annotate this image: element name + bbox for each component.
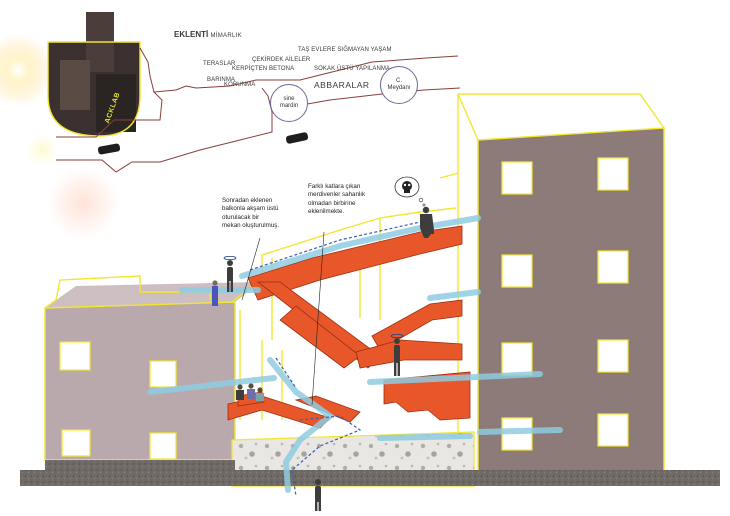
right-building [457,93,665,473]
label-abbaralar: ABBARALAR [314,80,370,90]
circulation-paths [147,215,563,493]
mardin-text: mardin [279,103,299,109]
note-stairs: Farklı katlara çıkan merdivenler sahanlı… [308,183,365,217]
note-line: Sonradan eklenen [222,197,273,204]
sine-text: sine [283,96,295,102]
note-line: Farklı katlara çıkan [308,183,361,190]
person-figure [223,255,237,292]
title-main: EKLENTİ [174,30,209,39]
street-map [56,47,461,173]
skull-icon [402,181,412,193]
label-teraslar: TERASLAR [203,61,236,67]
label-kerpicten: KERPİÇTEN BETONA [232,66,295,72]
note-line: balkonla akşam üstü [222,205,279,213]
group-of-people [236,383,264,401]
note-line: olmadan birbirine [308,199,356,207]
label-cekirdek: ÇEKİRDEK AİLELER [252,57,311,63]
note-line: oturulacak bir [222,213,260,221]
diagram-title: EKLENTİ MİMARLIK [174,30,242,39]
c-text: C. [395,78,402,84]
lens-flare [0,34,54,106]
person-figure [390,333,404,376]
car-icon [97,143,121,155]
left-building [44,275,260,461]
person-figure [212,280,218,306]
title-sub: MİMARLIK [210,33,242,39]
label-tas-evlere: TAŞ EVLERE SIĞMAYAN YAŞAM [298,47,392,53]
note-balcony: Sonradan eklenen balkonla akşam üstü otu… [222,197,279,231]
lens-flare-small [47,167,119,239]
label-barinma: BARINMA [207,77,236,83]
dashed-path [249,221,421,497]
meydani-text: Meydanı [387,85,411,91]
callout-line [311,231,325,406]
car-icon [285,132,309,144]
person-figure [420,206,434,238]
ground-strip [45,460,235,486]
lens-flare-ring [26,134,58,166]
photo-thumbnail [47,12,141,137]
note-line: merdivenler sahanlık [308,191,366,199]
thought-bubble [394,176,426,207]
note-line: mekan oluşturulmuş. [222,222,280,230]
note-line: eklenilmekte. [308,208,345,216]
callout-line [241,237,261,301]
person-figure [315,479,321,511]
stair-structures [227,225,471,429]
label-sokak: SOKAK ÜSTÜ YAPILANMA [314,66,391,72]
label-c-meydani: C.Meydanı [380,66,418,104]
label-korunma: KORUNMA [224,82,256,88]
